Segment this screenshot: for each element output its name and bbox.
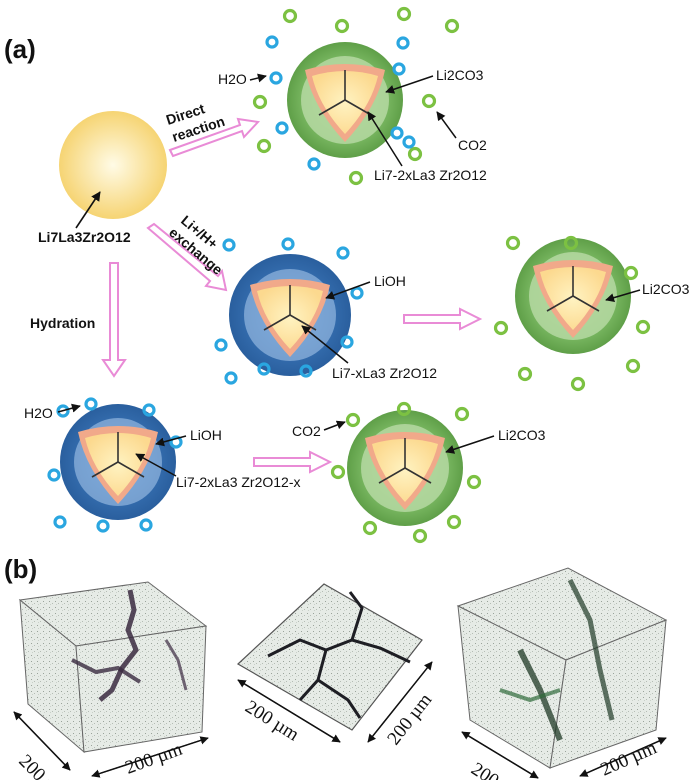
label-li2co3-top: Li2CO3 xyxy=(436,67,484,83)
panel-b-label: (b) xyxy=(4,554,37,584)
panel-a-label: (a) xyxy=(4,34,36,64)
label-lioh-bottom: LiOH xyxy=(190,427,222,443)
tomography-cube-3 xyxy=(456,567,668,769)
particle-direct xyxy=(287,42,403,158)
arrow-direct-reaction xyxy=(168,117,261,158)
label-lioh-middle: LiOH xyxy=(374,273,406,289)
label-co2-bottom: CO2 xyxy=(292,423,321,439)
scale-label-2a: 200 µm xyxy=(241,696,302,745)
pink-arrows xyxy=(101,117,483,474)
label-li2co3-right: Li2CO3 xyxy=(642,281,690,297)
arrow-exchange xyxy=(146,222,228,292)
label-li2co3-bottom: Li2CO3 xyxy=(498,427,546,443)
arrow-hydration xyxy=(101,262,127,378)
particle-hydration xyxy=(60,404,176,520)
label-core-exchange: Li7-xLa3 Zr2O12 xyxy=(332,365,437,381)
label-h2o-bottom: H2O xyxy=(24,405,53,421)
tomography-cube-2 xyxy=(236,583,423,731)
molecules-bottom-middle xyxy=(330,401,482,544)
arrow-middle-right xyxy=(403,307,483,331)
label-co2-top: CO2 xyxy=(458,137,487,153)
molecules-right xyxy=(493,235,651,392)
particle-bottom-middle xyxy=(347,410,463,526)
label-hydration: Hydration xyxy=(30,315,95,331)
label-core-direct: Li7-2xLa3 Zr2O12 xyxy=(374,167,487,183)
scale-label-3a: 200 µm xyxy=(467,759,528,780)
label-h2o-top: H2O xyxy=(218,71,247,87)
molecules-middle xyxy=(214,237,364,385)
scale-arrows xyxy=(13,661,667,779)
scale-label-2b: 200 µm xyxy=(383,690,436,750)
pristine-particle xyxy=(59,111,167,219)
molecules-top xyxy=(252,6,460,186)
tomography-cube-1 xyxy=(18,581,208,754)
label-core-hydration: Li7-2xLa3 Zr2O12-x xyxy=(176,474,301,490)
scale-label-1b: 200 µm xyxy=(123,739,186,779)
particle-exchange xyxy=(229,254,351,376)
scale-label-1a: 200 µm xyxy=(14,751,71,780)
molecules-bottom-left xyxy=(47,397,183,533)
pristine-arrow xyxy=(75,191,101,229)
particle-right xyxy=(515,238,631,354)
arrow-bottom xyxy=(253,450,333,474)
label-lizo-start: Li7La3Zr2O12 xyxy=(38,229,131,245)
